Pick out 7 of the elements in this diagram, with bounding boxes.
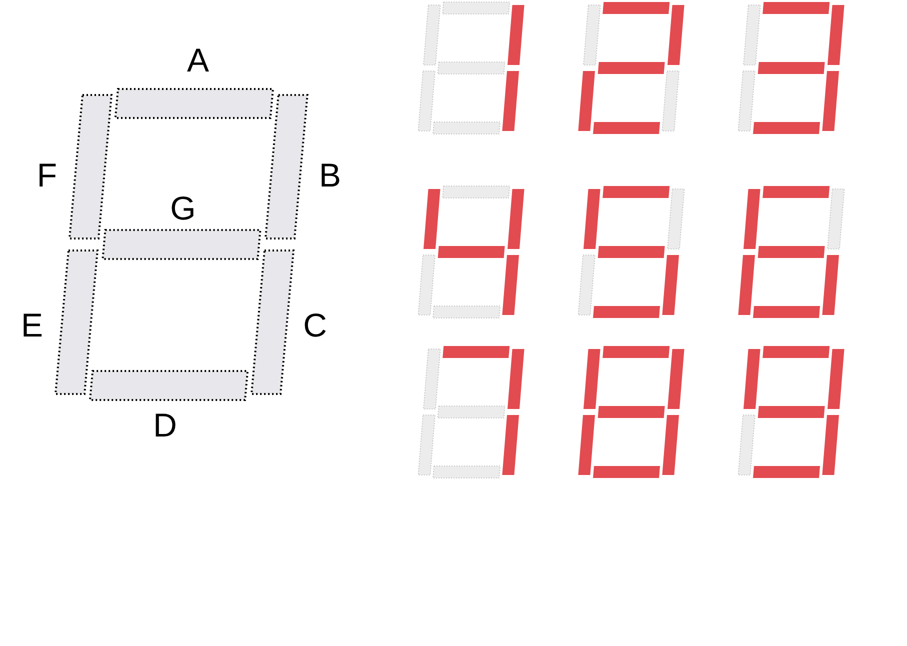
segment-label: F [36,158,58,192]
segment-label: B [319,158,341,192]
segment-label: G [170,192,196,224]
segment-label: E [21,308,43,342]
segment-label: D [153,408,177,442]
segment-label: C [303,308,327,342]
segment-label: A [187,44,209,76]
